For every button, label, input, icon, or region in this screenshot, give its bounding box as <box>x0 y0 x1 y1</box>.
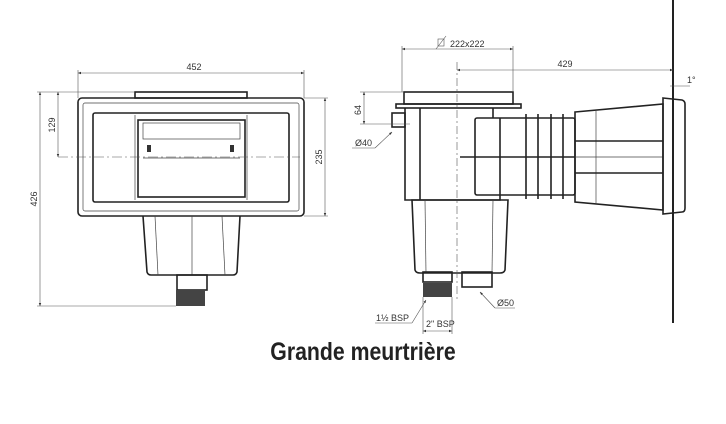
drawing-title: Grande meurtrière <box>270 338 456 366</box>
depth-dimension: 429 <box>557 59 572 69</box>
outlet-diameter-label: Ø50 <box>497 298 514 308</box>
frame-height-dimension: 235 <box>314 149 324 164</box>
flange-dimension: 222x222 <box>450 39 485 49</box>
front-view: 452 426 129 235 <box>29 62 328 307</box>
inlet-height-dimension: 64 <box>353 105 363 115</box>
angle-dimension: 1° <box>687 75 696 85</box>
inlet-diameter-label: Ø40 <box>355 138 372 148</box>
axis-dimension: 129 <box>47 117 57 132</box>
large-thread-label: 2" BSP <box>426 319 455 329</box>
height-dimension: 426 <box>29 191 39 206</box>
width-dimension: 452 <box>186 62 201 72</box>
small-thread-label: 1½ BSP <box>376 313 409 323</box>
side-view: 222x222 429 1° 64 Ø40 Ø50 1½ BSP 2" BSP <box>352 0 696 334</box>
